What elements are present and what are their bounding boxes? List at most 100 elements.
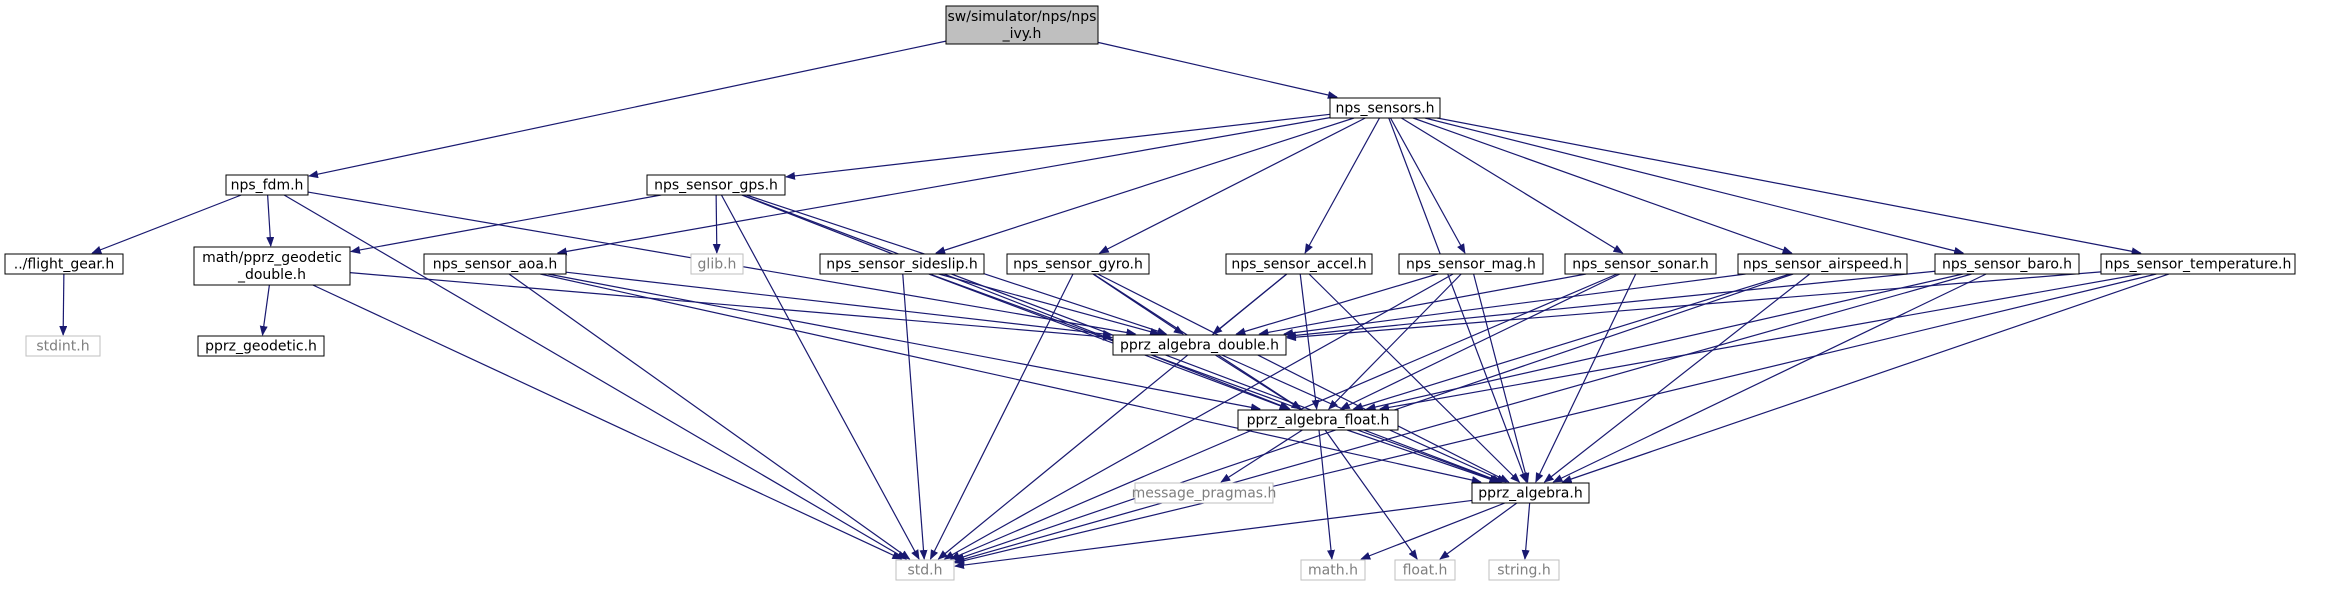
node-label: std.h [908, 563, 943, 579]
node-nps_sensor_gyro[interactable]: nps_sensor_gyro.h [1006, 253, 1150, 275]
node-pprz_geodetic_double[interactable]: math/pprz_geodetic_double.h [193, 246, 351, 286]
node-label: string.h [1497, 563, 1551, 579]
node-std: std.h [895, 559, 955, 581]
node-pprz_geodetic[interactable]: pprz_geodetic.h [197, 335, 325, 357]
edge-nps_sensor_mag-to-pprz_algebra_double [1235, 273, 1438, 336]
edge-nps_sensor_mag-to-pprz_algebra_float [1328, 273, 1462, 410]
edge-nps_sensors-to-nps_sensor_gps [785, 113, 1331, 180]
node-box [1471, 482, 1590, 504]
node-nps_sensor_aoa[interactable]: nps_sensor_aoa.h [423, 253, 567, 275]
edge-nps_sensor_temperature-to-pprz_algebra_double [1286, 271, 2102, 342]
node-label: pprz_algebra.h [1478, 486, 1582, 502]
edge-nps_sensors-to-nps_sensor_gyro [1098, 117, 1366, 254]
edge-nps_sensor_sonar-to-pprz_algebra_double [1258, 273, 1587, 337]
node-box [4, 253, 124, 275]
node-box [1934, 253, 2080, 275]
node-label: nps_sensor_gyro.h [1013, 257, 1143, 273]
node-root: sw/simulator/nps/nps_ivy.h [945, 5, 1099, 45]
edge-nps_sensor_gps-to-std [720, 194, 920, 560]
node-label: nps_sensor_aoa.h [433, 257, 558, 273]
node-box [1112, 334, 1287, 356]
edge-nps_sensor_accel-to-std [937, 273, 1288, 560]
node-box [1394, 559, 1456, 581]
edge-nps_sensor_gyro-to-std [929, 273, 1074, 560]
edge-nps_sensor_sideslip-to-pprz_algebra_double [938, 273, 1161, 336]
node-label: math/pprz_geodetic [202, 250, 342, 266]
edge-nps_sensor_sideslip-to-std [902, 273, 928, 560]
edge-nps_fdm-to-flight_gear [91, 194, 242, 254]
edge-pprz_geodetic_double-to-std [312, 284, 903, 560]
edge-pprz_algebra_float-to-float [1324, 429, 1418, 560]
edge-nps_sensor_baro-to-pprz_algebra_float [1365, 273, 1963, 411]
node-nps_sensors[interactable]: nps_sensors.h [1329, 97, 1441, 119]
edge-nps_sensor_gyro-to-pprz_algebra [1097, 273, 1510, 483]
edge-nps_sensor_sonar-to-pprz_algebra_float [1339, 273, 1621, 410]
edge-nps_sensor_aoa-to-pprz_algebra [540, 273, 1482, 484]
node-label: _double.h [237, 267, 306, 283]
edge-nps_sensors-to-nps_sensor_accel [1304, 117, 1381, 254]
node-label: nps_sensors.h [1335, 101, 1434, 117]
node-label: pprz_algebra_float.h [1247, 413, 1390, 429]
node-label: nps_sensor_gps.h [654, 178, 778, 194]
edge-nps_sensors-to-nps_sensor_aoa [556, 117, 1331, 256]
node-label: nps_sensor_baro.h [1942, 257, 2072, 273]
edge-nps_sensor_gps-to-glib [712, 194, 721, 254]
edge-pprz_algebra-to-math [1360, 502, 1506, 560]
node-nps_sensor_sideslip[interactable]: nps_sensor_sideslip.h [819, 253, 985, 275]
node-box [193, 246, 351, 286]
node-box [1488, 559, 1560, 581]
edge-nps_sensors-to-nps_sensor_baro [1424, 117, 1965, 255]
edge-nps_sensor_aoa-to-pprz_algebra_float [547, 273, 1261, 412]
edge-nps_sensor_airspeed-to-pprz_algebra_double [1283, 273, 1746, 337]
node-box [423, 253, 567, 275]
node-label: nps_sensor_airspeed.h [1743, 257, 1902, 273]
edge-pprz_geodetic_double-to-pprz_algebra_double [349, 272, 1113, 341]
node-nps_sensor_mag[interactable]: nps_sensor_mag.h [1398, 253, 1544, 275]
node-label: float.h [1403, 563, 1448, 579]
node-nps_fdm[interactable]: nps_fdm.h [225, 174, 309, 196]
edge-nps_sensors-to-nps_sensor_sideslip [935, 117, 1355, 255]
node-stdint: stdint.h [25, 335, 101, 357]
node-box [1006, 253, 1150, 275]
node-pprz_algebra_double[interactable]: pprz_algebra_double.h [1112, 334, 1287, 356]
node-nps_sensor_temperature[interactable]: nps_sensor_temperature.h [2100, 253, 2296, 275]
node-box [1329, 97, 1441, 119]
node-box [25, 335, 101, 357]
node-label: sw/simulator/nps/nps [948, 9, 1097, 25]
edge-nps_sensor_temperature-to-pprz_algebra [1561, 273, 2170, 483]
node-label: nps_sensor_sonar.h [1572, 257, 1709, 273]
edge-nps_sensors-to-nps_sensor_airspeed [1412, 117, 1793, 254]
edge-root-to-nps_fdm [308, 40, 947, 179]
node-label: nps_sensor_accel.h [1231, 257, 1366, 273]
node-nps_sensor_gps[interactable]: nps_sensor_gps.h [646, 174, 786, 196]
node-box [197, 335, 325, 357]
node-label: pprz_algebra_double.h [1120, 338, 1279, 354]
node-box [895, 559, 955, 581]
node-box [2100, 253, 2296, 275]
node-box [945, 5, 1099, 45]
node-nps_sensor_baro[interactable]: nps_sensor_baro.h [1934, 253, 2080, 275]
node-label: stdint.h [36, 339, 89, 355]
edge-pprz_algebra-to-std [954, 499, 1473, 570]
edge-nps_sensor_mag-to-pprz_algebra [1473, 273, 1530, 483]
node-nps_sensor_sonar[interactable]: nps_sensor_sonar.h [1564, 253, 1717, 275]
edge-nps_sensors-to-pprz_algebra [1388, 117, 1527, 483]
edge-nps_sensor_sideslip-to-pprz_algebra_float [928, 273, 1290, 410]
node-box [690, 253, 744, 275]
edge-nps_sensor_accel-to-pprz_algebra_float [1299, 273, 1320, 410]
node-pprz_algebra[interactable]: pprz_algebra.h [1471, 482, 1590, 504]
node-nps_sensor_airspeed[interactable]: nps_sensor_airspeed.h [1737, 253, 1908, 275]
node-float: float.h [1394, 559, 1456, 581]
node-flight_gear[interactable]: ../flight_gear.h [4, 253, 124, 275]
node-box [1134, 482, 1274, 504]
edge-root-to-nps_sensors [1097, 41, 1338, 99]
node-label: nps_fdm.h [231, 178, 304, 194]
edge-pprz_algebra-to-float [1439, 502, 1518, 560]
edge-nps_sensor_temperature-to-pprz_algebra_float [1379, 273, 2142, 412]
node-box [1225, 253, 1373, 275]
node-nps_sensor_accel[interactable]: nps_sensor_accel.h [1225, 253, 1373, 275]
node-box [225, 174, 309, 196]
node-pprz_algebra_float[interactable]: pprz_algebra_float.h [1237, 409, 1399, 431]
node-glib: glib.h [690, 253, 744, 275]
